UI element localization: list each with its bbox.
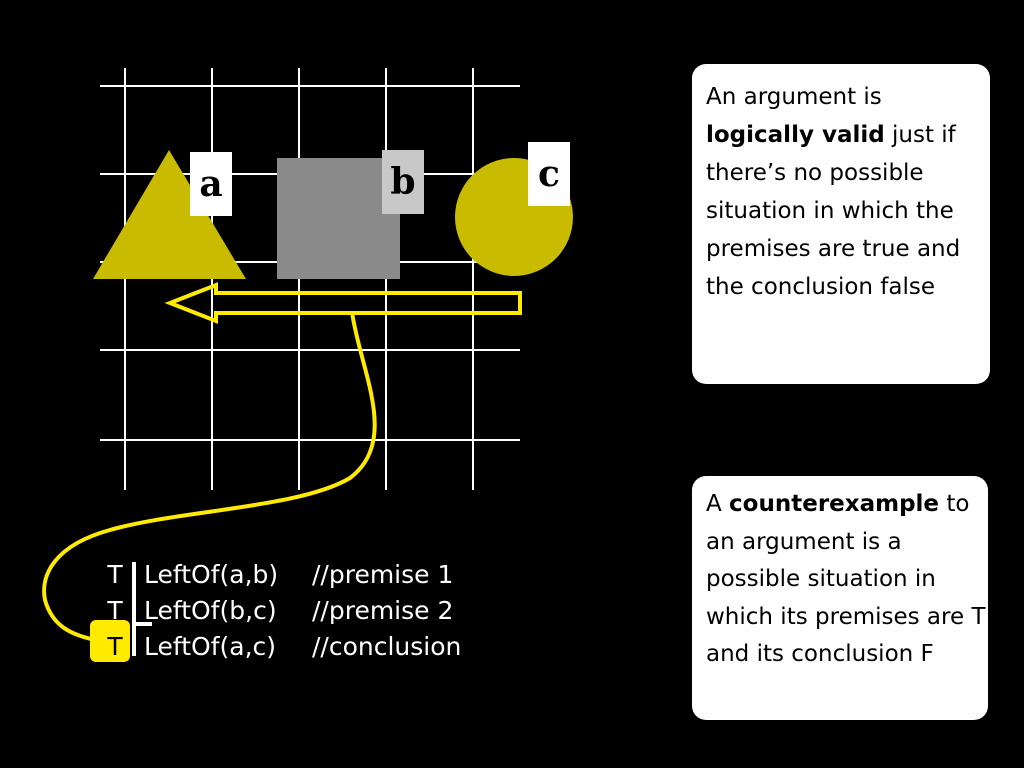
definition-suffix: just if there’s no possible situation in… xyxy=(706,122,961,300)
counterexample-definition-box: A counterexample to an argument is a pos… xyxy=(692,476,988,720)
block-a-label: a xyxy=(190,152,232,216)
truth-value: T xyxy=(107,596,123,625)
fitch-bar-tick xyxy=(132,622,152,626)
connector-curve xyxy=(42,311,377,642)
formula: LeftOf(b,c) xyxy=(144,596,277,625)
block-b-label: b xyxy=(382,150,424,214)
block-a-triangle[interactable] xyxy=(93,150,246,279)
block-c-label: c xyxy=(528,142,570,206)
conclusion-value-highlight xyxy=(90,620,130,662)
counterexample-text: A counterexample to an argument is a pos… xyxy=(706,486,988,674)
definition-term: logically valid xyxy=(706,122,885,148)
validity-definition-box: An argument is logically valid just if t… xyxy=(692,64,990,384)
truth-value: T xyxy=(107,560,123,589)
left-arrow xyxy=(164,282,522,324)
premise-bar xyxy=(132,562,136,624)
counterexample-term: counterexample xyxy=(729,491,940,517)
comment: //premise 1 xyxy=(312,560,454,589)
conclusion-bar xyxy=(132,624,136,656)
comment: //premise 2 xyxy=(312,596,454,625)
block-b-square[interactable] xyxy=(277,158,400,279)
definition-prefix: An argument is xyxy=(706,84,882,110)
definition-text: An argument is logically valid just if t… xyxy=(706,78,988,306)
truth-value: T xyxy=(107,632,123,661)
comment: //conclusion xyxy=(312,632,462,661)
counterexample-prefix: A xyxy=(706,491,722,517)
counterexample-suffix: to an argument is a possible situation i… xyxy=(706,491,986,667)
formula: LeftOf(a,c) xyxy=(144,632,277,661)
formula: LeftOf(a,b) xyxy=(144,560,279,589)
